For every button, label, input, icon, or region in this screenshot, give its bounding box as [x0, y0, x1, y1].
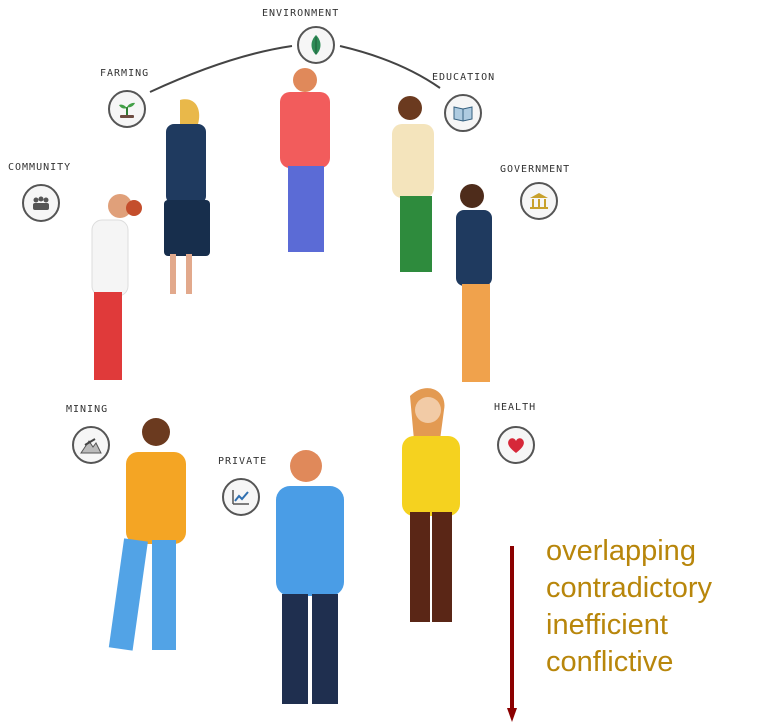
person-environment — [280, 68, 330, 252]
book-icon — [444, 94, 482, 132]
people-icon — [22, 184, 60, 222]
sprout-icon — [108, 90, 146, 128]
sector-label-government: GOVERNMENT — [500, 164, 571, 175]
sector-label-environment: ENVIRONMENT — [262, 8, 340, 19]
sector-label-health: HEALTH — [494, 402, 537, 413]
person-government — [456, 184, 492, 382]
person-mining — [108, 418, 186, 651]
sector-label-private: PRIVATE — [218, 456, 268, 467]
heart-icon — [497, 426, 535, 464]
person-private — [276, 450, 344, 704]
chart-icon — [222, 478, 260, 516]
sector-label-mining: MINING — [66, 404, 109, 415]
person-community — [91, 194, 142, 380]
descriptor-item: inefficient — [546, 609, 668, 641]
descriptor-list: overlapping contradictory inefficient co… — [546, 533, 712, 681]
person-health — [402, 388, 460, 622]
descriptor-item: conflictive — [546, 646, 674, 678]
building-icon — [520, 182, 558, 220]
mountain-icon — [72, 426, 110, 464]
sector-label-community: COMMUNITY — [8, 162, 72, 173]
person-farming — [164, 99, 210, 294]
person-education — [392, 96, 434, 272]
descriptor-item: overlapping — [546, 535, 696, 567]
sector-label-farming: FARMING — [100, 68, 150, 79]
leaf-icon — [297, 26, 335, 64]
sector-label-education: EDUCATION — [432, 72, 496, 83]
down-arrow-icon — [507, 546, 517, 722]
descriptor-item: contradictory — [546, 572, 713, 604]
